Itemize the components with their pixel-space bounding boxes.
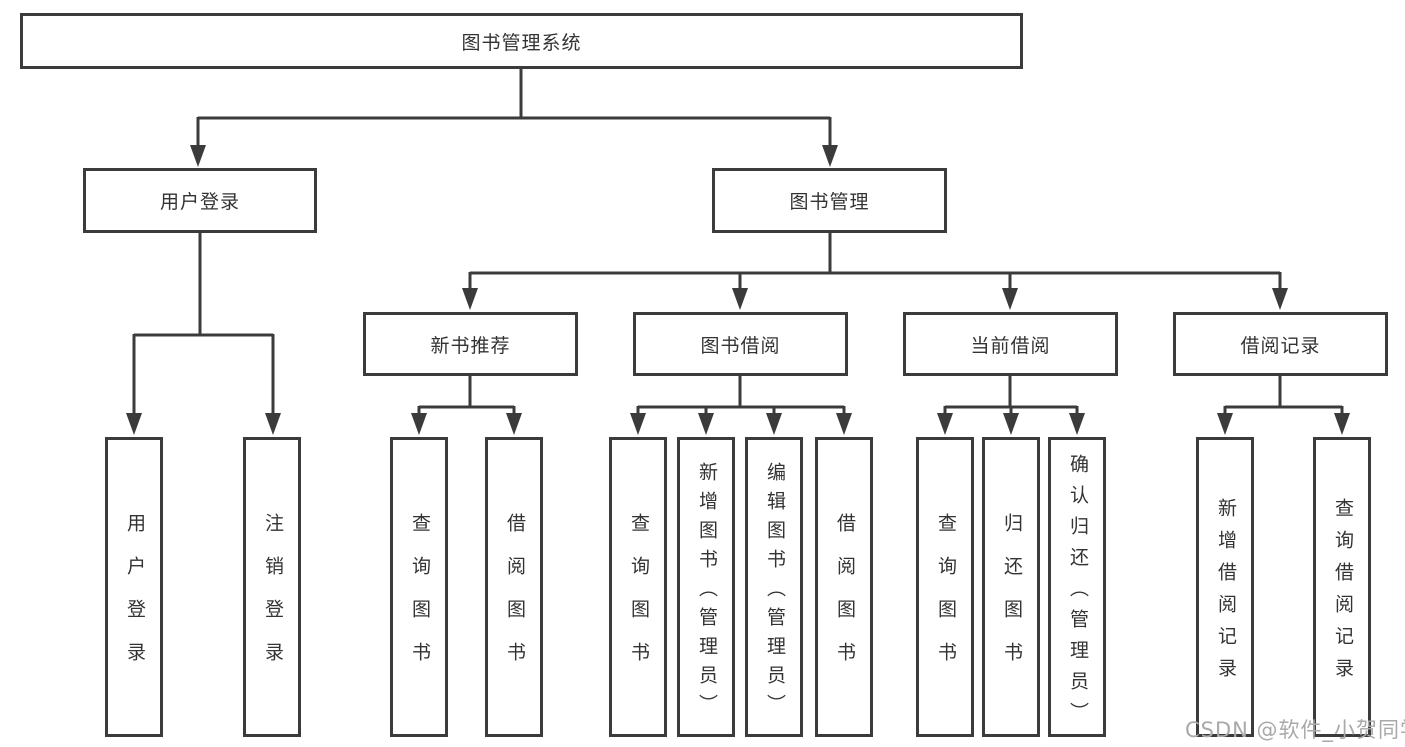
leaf-add-borrow-record: 新增借阅记录	[1196, 437, 1254, 737]
leaf-edit-books-admin-label: 编辑图书（管理员）	[763, 461, 786, 723]
node-root-system: 图书管理系统	[20, 13, 1023, 69]
node-new-book-recommend: 新书推荐	[363, 312, 578, 376]
node-book-borrow-label: 图书借阅	[700, 334, 781, 357]
leaf-return-books: 归还图书	[982, 437, 1040, 737]
node-current-borrow-label: 当前借阅	[970, 334, 1051, 357]
leaf-query-borrow-record-label: 查询借阅记录	[1331, 497, 1354, 690]
leaf-query-books-3: 查询图书	[916, 437, 974, 737]
leaf-borrow-books-1-label: 借阅图书	[503, 513, 526, 685]
leaf-query-books-1-label: 查询图书	[408, 513, 431, 685]
leaf-add-borrow-record-label: 新增借阅记录	[1214, 497, 1237, 690]
leaf-logout: 注销登录	[243, 437, 301, 737]
node-book-management-label: 图书管理	[789, 191, 870, 213]
node-borrow-records: 借阅记录	[1173, 312, 1388, 376]
leaf-add-books-admin: 新增图书（管理员）	[677, 437, 735, 737]
leaf-user-login: 用户登录	[105, 437, 163, 737]
leaf-logout-label: 注销登录	[261, 513, 284, 685]
leaf-add-books-admin-label: 新增图书（管理员）	[695, 461, 718, 723]
leaf-query-books-1: 查询图书	[390, 437, 448, 737]
node-new-book-recommend-label: 新书推荐	[430, 334, 511, 357]
node-book-borrow: 图书借阅	[633, 312, 848, 376]
leaf-query-books-2: 查询图书	[609, 437, 667, 737]
leaf-query-books-2-label: 查询图书	[627, 513, 650, 685]
leaf-borrow-books-1: 借阅图书	[485, 437, 543, 737]
csdn-watermark: CSDN @软件_小贺同学	[1185, 718, 1405, 742]
leaf-borrow-books-2: 借阅图书	[815, 437, 873, 737]
leaf-user-login-label: 用户登录	[123, 513, 146, 685]
leaf-return-books-label: 归还图书	[1000, 513, 1023, 685]
leaf-edit-books-admin: 编辑图书（管理员）	[745, 437, 803, 737]
node-user-login: 用户登录	[83, 168, 317, 233]
node-current-borrow: 当前借阅	[903, 312, 1118, 376]
node-user-login-label: 用户登录	[159, 191, 240, 213]
leaf-confirm-return-admin: 确认归还（管理员）	[1048, 437, 1106, 737]
node-borrow-records-label: 借阅记录	[1240, 334, 1321, 357]
leaf-confirm-return-admin-label: 确认归还（管理员）	[1066, 453, 1089, 733]
node-root-label: 图书管理系统	[461, 31, 582, 54]
leaf-borrow-books-2-label: 借阅图书	[833, 513, 856, 685]
leaf-query-books-3-label: 查询图书	[934, 513, 957, 685]
node-book-management: 图书管理	[712, 168, 947, 233]
leaf-query-borrow-record: 查询借阅记录	[1313, 437, 1371, 737]
